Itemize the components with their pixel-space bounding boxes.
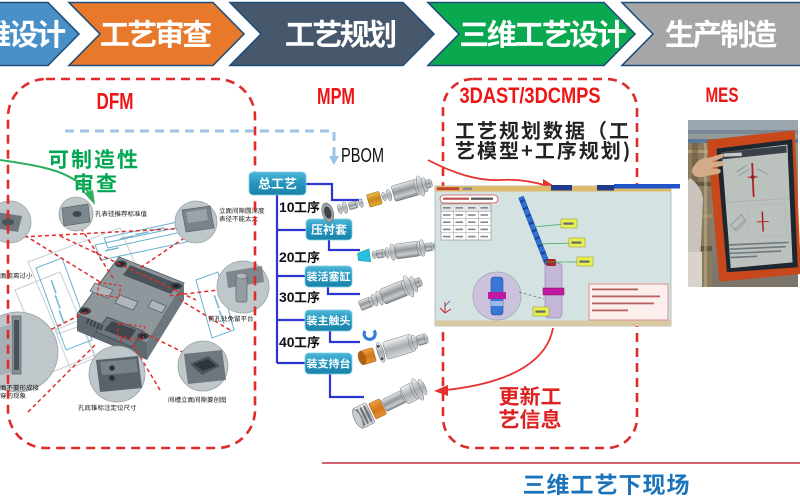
svg-text:40: 40	[279, 334, 295, 350]
svg-text:20: 20	[279, 249, 295, 265]
svg-text:PBOM: PBOM	[341, 145, 384, 167]
svg-text:DFM: DFM	[97, 88, 134, 114]
svg-text:30: 30	[279, 289, 295, 305]
svg-text:MPM: MPM	[317, 83, 355, 109]
svg-text:MES: MES	[706, 84, 739, 107]
svg-text:10: 10	[279, 199, 295, 215]
svg-text:3DAST/3DCMPS: 3DAST/3DCMPS	[460, 83, 601, 108]
